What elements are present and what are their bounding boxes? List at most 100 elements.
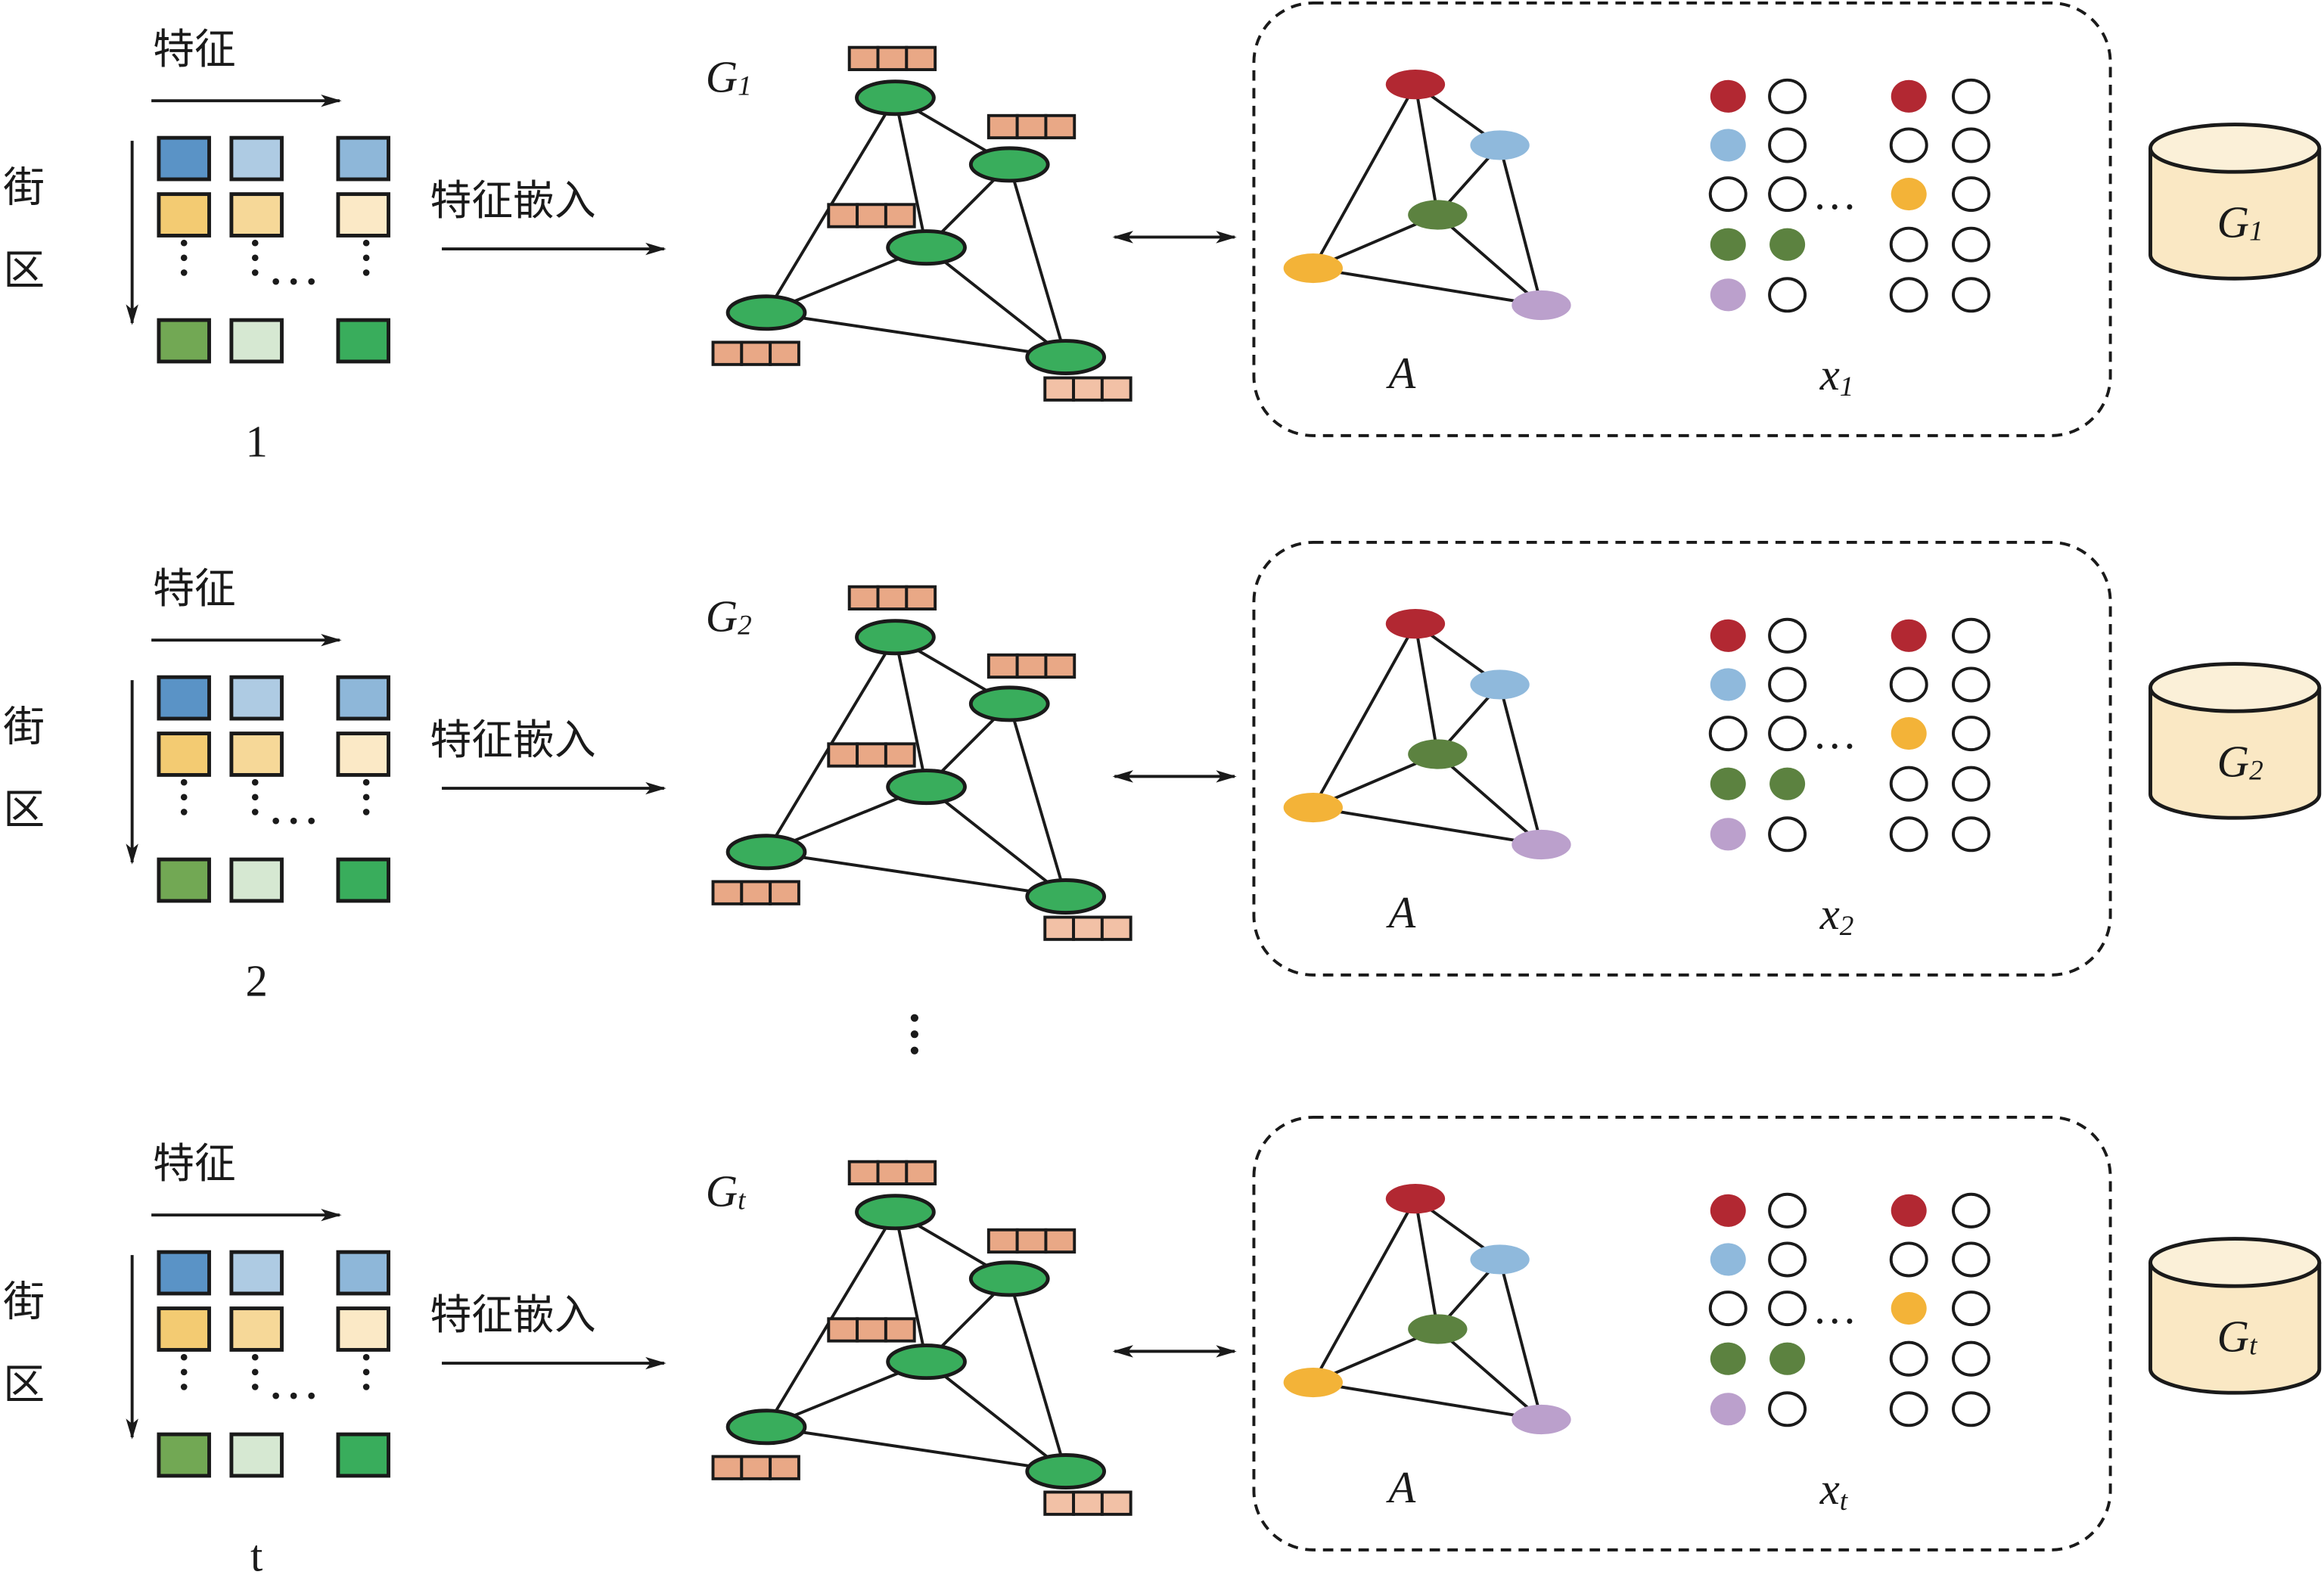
embedding-cell — [856, 742, 887, 768]
grid-ellipsis-dot — [251, 778, 259, 786]
adjacency-node — [1512, 1404, 1571, 1435]
feature-value-empty — [1952, 816, 1990, 853]
graph-node — [886, 769, 967, 806]
feature-value-empty — [1708, 1291, 1748, 1327]
vertical-ellipsis — [910, 1014, 918, 1055]
feature-gap-ellipsis: … — [1813, 709, 1857, 758]
embedding-cell — [986, 113, 1019, 140]
node-embedding-vector — [986, 653, 1077, 679]
feature-cell — [229, 1250, 284, 1296]
graph-label: G1 — [706, 52, 752, 101]
grid-ellipsis-dot — [272, 1392, 279, 1399]
grid-ellipsis-dot — [308, 1392, 315, 1399]
grid-ellipsis-dot — [290, 817, 297, 825]
graph-edge — [925, 1360, 1067, 1473]
graph-node — [968, 146, 1050, 183]
database-label-sub: 1 — [2249, 216, 2263, 247]
feature-cell — [229, 192, 284, 238]
block-axis-label-top: 街 — [3, 702, 45, 750]
embedding-cell — [1015, 653, 1048, 679]
adjacency-edge — [1312, 623, 1417, 809]
node-embedding-vector — [1043, 915, 1132, 941]
grid-ellipsis-dot — [362, 778, 370, 786]
block-axis-label-top: 街 — [3, 163, 45, 211]
feature-cell — [157, 675, 211, 721]
feature-value-filled — [1710, 1243, 1746, 1276]
adjacency-node — [1385, 70, 1446, 100]
feature-value-filled — [1769, 767, 1806, 800]
feature-cell — [336, 1432, 390, 1478]
feature-value-empty — [1952, 226, 1990, 262]
node-embedding-vector — [986, 1228, 1077, 1254]
feature-value-filled — [1769, 228, 1806, 261]
grid-ellipsis-dot — [272, 278, 279, 285]
feature-cell — [229, 675, 284, 721]
feature-matrix-label-main: x — [1819, 350, 1840, 399]
graph-representation-box: A…xt — [1252, 1115, 2112, 1551]
feature-value-filled — [1769, 1342, 1806, 1375]
feature-value-empty — [1768, 1391, 1807, 1427]
grid-ellipsis-dot — [180, 269, 188, 276]
feature-axis-label: 特征 — [153, 25, 236, 73]
adjacency-edge — [1313, 806, 1542, 846]
graph-node — [968, 1260, 1050, 1297]
feature-cell — [157, 1250, 211, 1296]
embedding-cell — [905, 585, 937, 611]
adjacency-node — [1408, 739, 1468, 769]
node-embedding-vector — [847, 585, 937, 611]
feature-value-empty — [1952, 1391, 1990, 1427]
graph-label-main: G — [706, 52, 738, 101]
grid-ellipsis-dot — [290, 278, 297, 285]
feature-value-empty — [1952, 1192, 1990, 1228]
adjacency-edge — [1313, 1381, 1542, 1421]
feature-axis-label: 特征 — [153, 1139, 236, 1188]
dashed-border — [1252, 1115, 2112, 1551]
adjacency-node — [1470, 1244, 1530, 1275]
feature-value-empty — [1889, 1241, 1928, 1278]
adjacency-node — [1283, 253, 1343, 284]
adjacency-node — [1470, 130, 1530, 160]
feature-cell — [157, 318, 211, 364]
graph-node — [855, 79, 936, 116]
database-top — [2148, 1237, 2322, 1288]
feature-value-empty — [1768, 1291, 1807, 1327]
adjacency-edge — [1313, 266, 1542, 307]
feature-cell — [229, 318, 284, 364]
embedding-cell — [1100, 376, 1132, 402]
adjacency-node — [1408, 200, 1468, 230]
feature-value-filled — [1891, 1194, 1927, 1227]
graph-edge — [893, 636, 928, 787]
feature-matrix-label-sub: 2 — [1840, 911, 1854, 942]
grid-ellipsis-dot — [180, 794, 188, 801]
feature-value-empty — [1768, 1241, 1807, 1278]
feature-value-empty — [1889, 277, 1928, 313]
adjacency-node — [1283, 1367, 1343, 1398]
time-step-label: 1 — [246, 417, 268, 466]
database-body — [2148, 148, 2322, 281]
feature-matrix-label: x1 — [1819, 350, 1854, 402]
grid-ellipsis-dot — [251, 1353, 259, 1361]
grid-ellipsis-dot — [251, 1368, 259, 1376]
graph-node — [886, 229, 967, 266]
grid-ellipsis-dot — [251, 239, 259, 247]
adjacency-edge — [1498, 684, 1543, 845]
embedding-cell — [1072, 376, 1104, 402]
embedding-cell — [827, 203, 859, 228]
graph-edge — [766, 850, 1066, 898]
feature-gap-ellipsis: … — [1813, 1284, 1857, 1333]
graph-label-main: G — [706, 592, 738, 641]
embedding-cell — [740, 340, 772, 366]
embedding-cell — [876, 1160, 909, 1186]
graph-label: G2 — [706, 592, 752, 641]
embedding-cell — [711, 880, 744, 905]
graph-node — [1025, 878, 1107, 915]
feature-matrix-label: x2 — [1819, 890, 1854, 942]
graph-g: Gt — [706, 1160, 1132, 1516]
database-top — [2148, 662, 2322, 713]
graph-node — [855, 619, 936, 656]
grid-ellipsis-dot — [251, 794, 259, 801]
